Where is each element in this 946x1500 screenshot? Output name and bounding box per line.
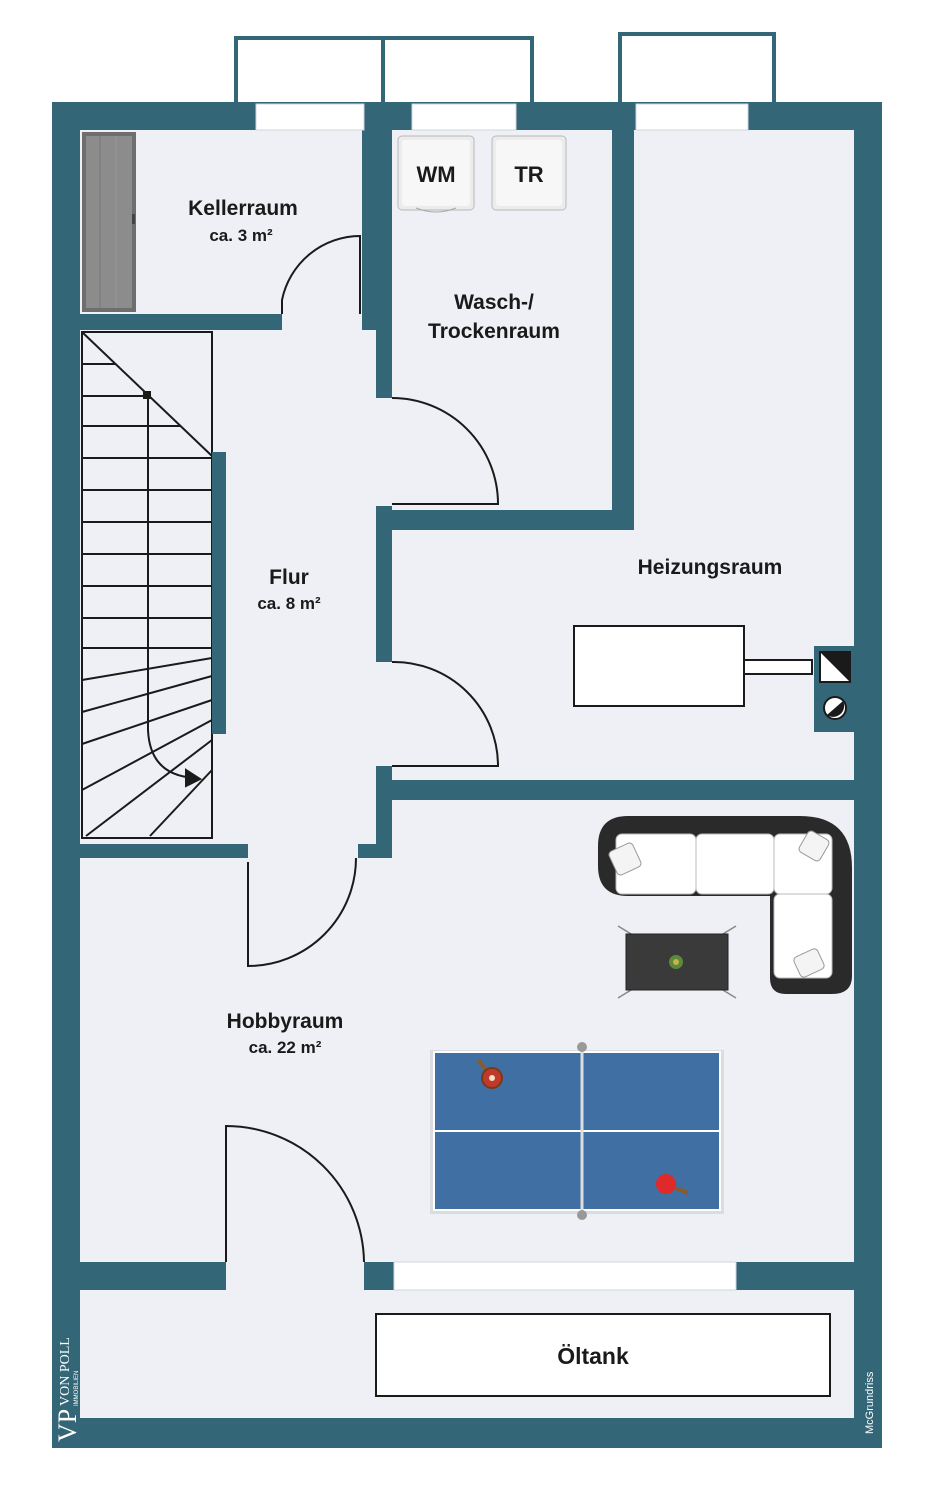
area-flur: ca. 8 m²: [257, 594, 321, 613]
opening-hobby: [248, 842, 358, 862]
balcony-right: [618, 32, 776, 106]
dryer-label: TR: [514, 162, 543, 187]
door-heizung: [391, 660, 500, 767]
label-heizungsraum: Heizungsraum: [638, 556, 783, 579]
door-wasch: [391, 397, 500, 505]
door-oeltank: [225, 1124, 365, 1263]
corner-sofa: [598, 816, 852, 994]
washer-label: WM: [416, 162, 455, 187]
storage-cabinet: [82, 132, 136, 312]
opening-heizung: [374, 662, 394, 766]
opening-wasch: [374, 398, 394, 506]
handrail: [212, 452, 226, 734]
opening-keller: [282, 312, 362, 332]
window-2: [411, 103, 517, 131]
room-labels: Kellerraum ca. 3 m² Wasch-/ Trockenraum …: [188, 197, 782, 1369]
oil-tank: [375, 1313, 831, 1397]
label-wasch-line2: Trockenraum: [428, 320, 560, 343]
paddle-2: [656, 1174, 676, 1194]
area-hobbyraum: ca. 22 m²: [249, 1038, 322, 1057]
label-flur: Flur: [269, 566, 309, 589]
ping-pong-table: [430, 1042, 724, 1220]
opening-oeltank: [226, 1260, 364, 1292]
stair-arrow: [185, 768, 203, 788]
window-3: [635, 103, 749, 131]
logo-name: VON POLL: [58, 1337, 73, 1406]
floor-heizung-upper: [634, 130, 854, 530]
label-hobbyraum: Hobbyraum: [227, 1010, 344, 1033]
windows: [234, 32, 776, 1291]
label-oeltank: Öltank: [557, 1343, 629, 1369]
heating-boiler: [573, 625, 854, 732]
window-bottom: [393, 1261, 737, 1291]
dryer: TR: [491, 135, 567, 211]
label-kellerraum: Kellerraum: [188, 197, 298, 220]
logo-sub: IMMOBILIEN: [74, 1371, 80, 1406]
label-wasch-line1: Wasch-/: [454, 291, 534, 314]
coffee-table: [617, 925, 737, 999]
staircase: [81, 331, 226, 839]
von-poll-logo: VP VON POLL IMMOBILIEN: [53, 1337, 82, 1442]
washing-machine: WM: [397, 135, 475, 213]
logo-mark: VP: [53, 1409, 82, 1442]
credit-text: McGrundriss: [864, 1371, 876, 1434]
doors: [225, 234, 500, 1263]
door-keller: [281, 234, 361, 314]
door-hobby: [247, 857, 357, 968]
window-1: [255, 103, 365, 131]
area-kellerraum: ca. 3 m²: [209, 226, 273, 245]
